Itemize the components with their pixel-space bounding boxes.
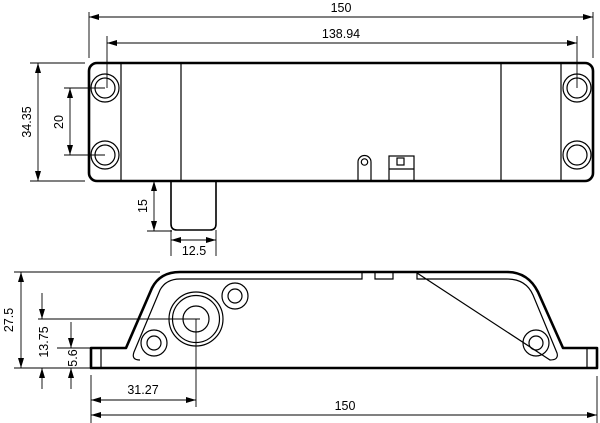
- dim-hole-spacing-width: 20: [52, 115, 66, 129]
- lock-body-top: [87, 61, 595, 183]
- dim-bolt-projection: 15: [136, 199, 150, 213]
- dim-bolt-center-height: 13.75: [37, 326, 51, 357]
- slot-feature: [357, 154, 372, 181]
- top-view: 150 138.94 34.35 20 15 12.5: [20, 1, 595, 258]
- dim-hole-spacing-length: 138.94: [322, 27, 360, 41]
- dim-height: 27.5: [2, 308, 16, 332]
- dim-overall-length-side: 150: [335, 399, 356, 413]
- switch-feature: [388, 155, 415, 182]
- screw-hole: [221, 282, 249, 310]
- side-view: 27.5 13.75 5.6 31.27 150: [2, 270, 599, 423]
- dim-bolt-center-offset: 31.27: [127, 383, 158, 397]
- lock-bolt: [170, 181, 217, 231]
- dim-base-thickness: 5.6: [66, 349, 80, 366]
- dim-width: 34.35: [20, 106, 34, 137]
- dim-bolt-width: 12.5: [182, 244, 206, 258]
- screw-hole: [140, 329, 168, 357]
- mounting-hole: [562, 140, 592, 170]
- dim-overall-length-top: 150: [331, 1, 352, 15]
- lock-body-side: [89, 270, 599, 370]
- screw-hole: [522, 329, 550, 357]
